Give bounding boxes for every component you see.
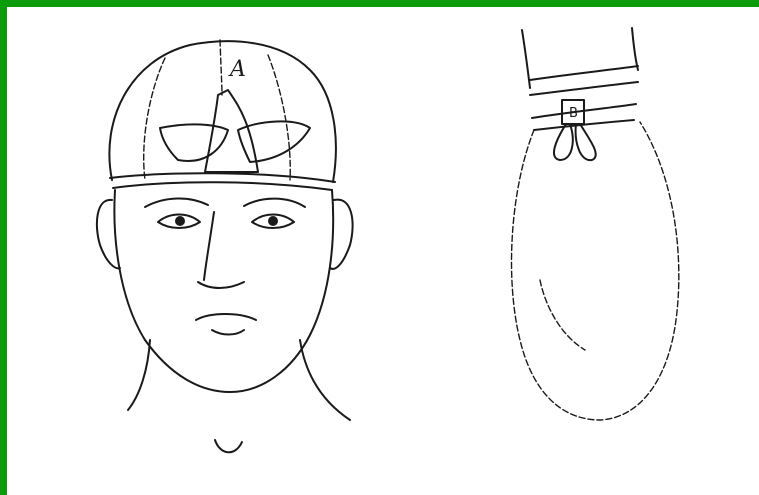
mitten-outline — [512, 122, 679, 420]
bandage-knot-left-wing — [160, 124, 228, 161]
lower-lip — [212, 330, 244, 335]
pupil-left — [175, 216, 185, 226]
bandage-rim-lower — [113, 182, 332, 190]
knot-tail-right — [576, 124, 596, 160]
nose-bridge — [204, 212, 214, 280]
eyebrow-right — [244, 199, 305, 207]
bandage-knot-center — [205, 90, 258, 172]
knot-tail-left — [554, 124, 573, 160]
cap-seam-center — [220, 40, 222, 95]
wrist-band-mid — [530, 82, 638, 95]
pupil-right — [268, 216, 278, 226]
label-b: B — [569, 106, 578, 121]
bandage-knot-right-wing — [238, 121, 310, 162]
mitten-thumb-fold — [540, 280, 585, 350]
ear-left — [97, 200, 120, 268]
collar-line — [215, 440, 242, 452]
head-figure: A — [97, 40, 353, 452]
neck-right — [300, 340, 350, 420]
cap-seam-right — [268, 55, 290, 180]
label-a: A — [228, 57, 246, 82]
eyebrow-left — [145, 198, 208, 207]
head-cap-outline — [109, 41, 335, 182]
hand-figure: B — [512, 28, 679, 420]
wrist-band-top — [530, 66, 638, 80]
cap-seam-left — [144, 58, 165, 180]
mouth — [196, 314, 256, 320]
forearm-right — [632, 28, 638, 70]
neck-left — [128, 340, 150, 410]
nose-base — [198, 282, 244, 288]
forearm-left — [522, 30, 530, 88]
bandage-rim — [110, 173, 335, 182]
